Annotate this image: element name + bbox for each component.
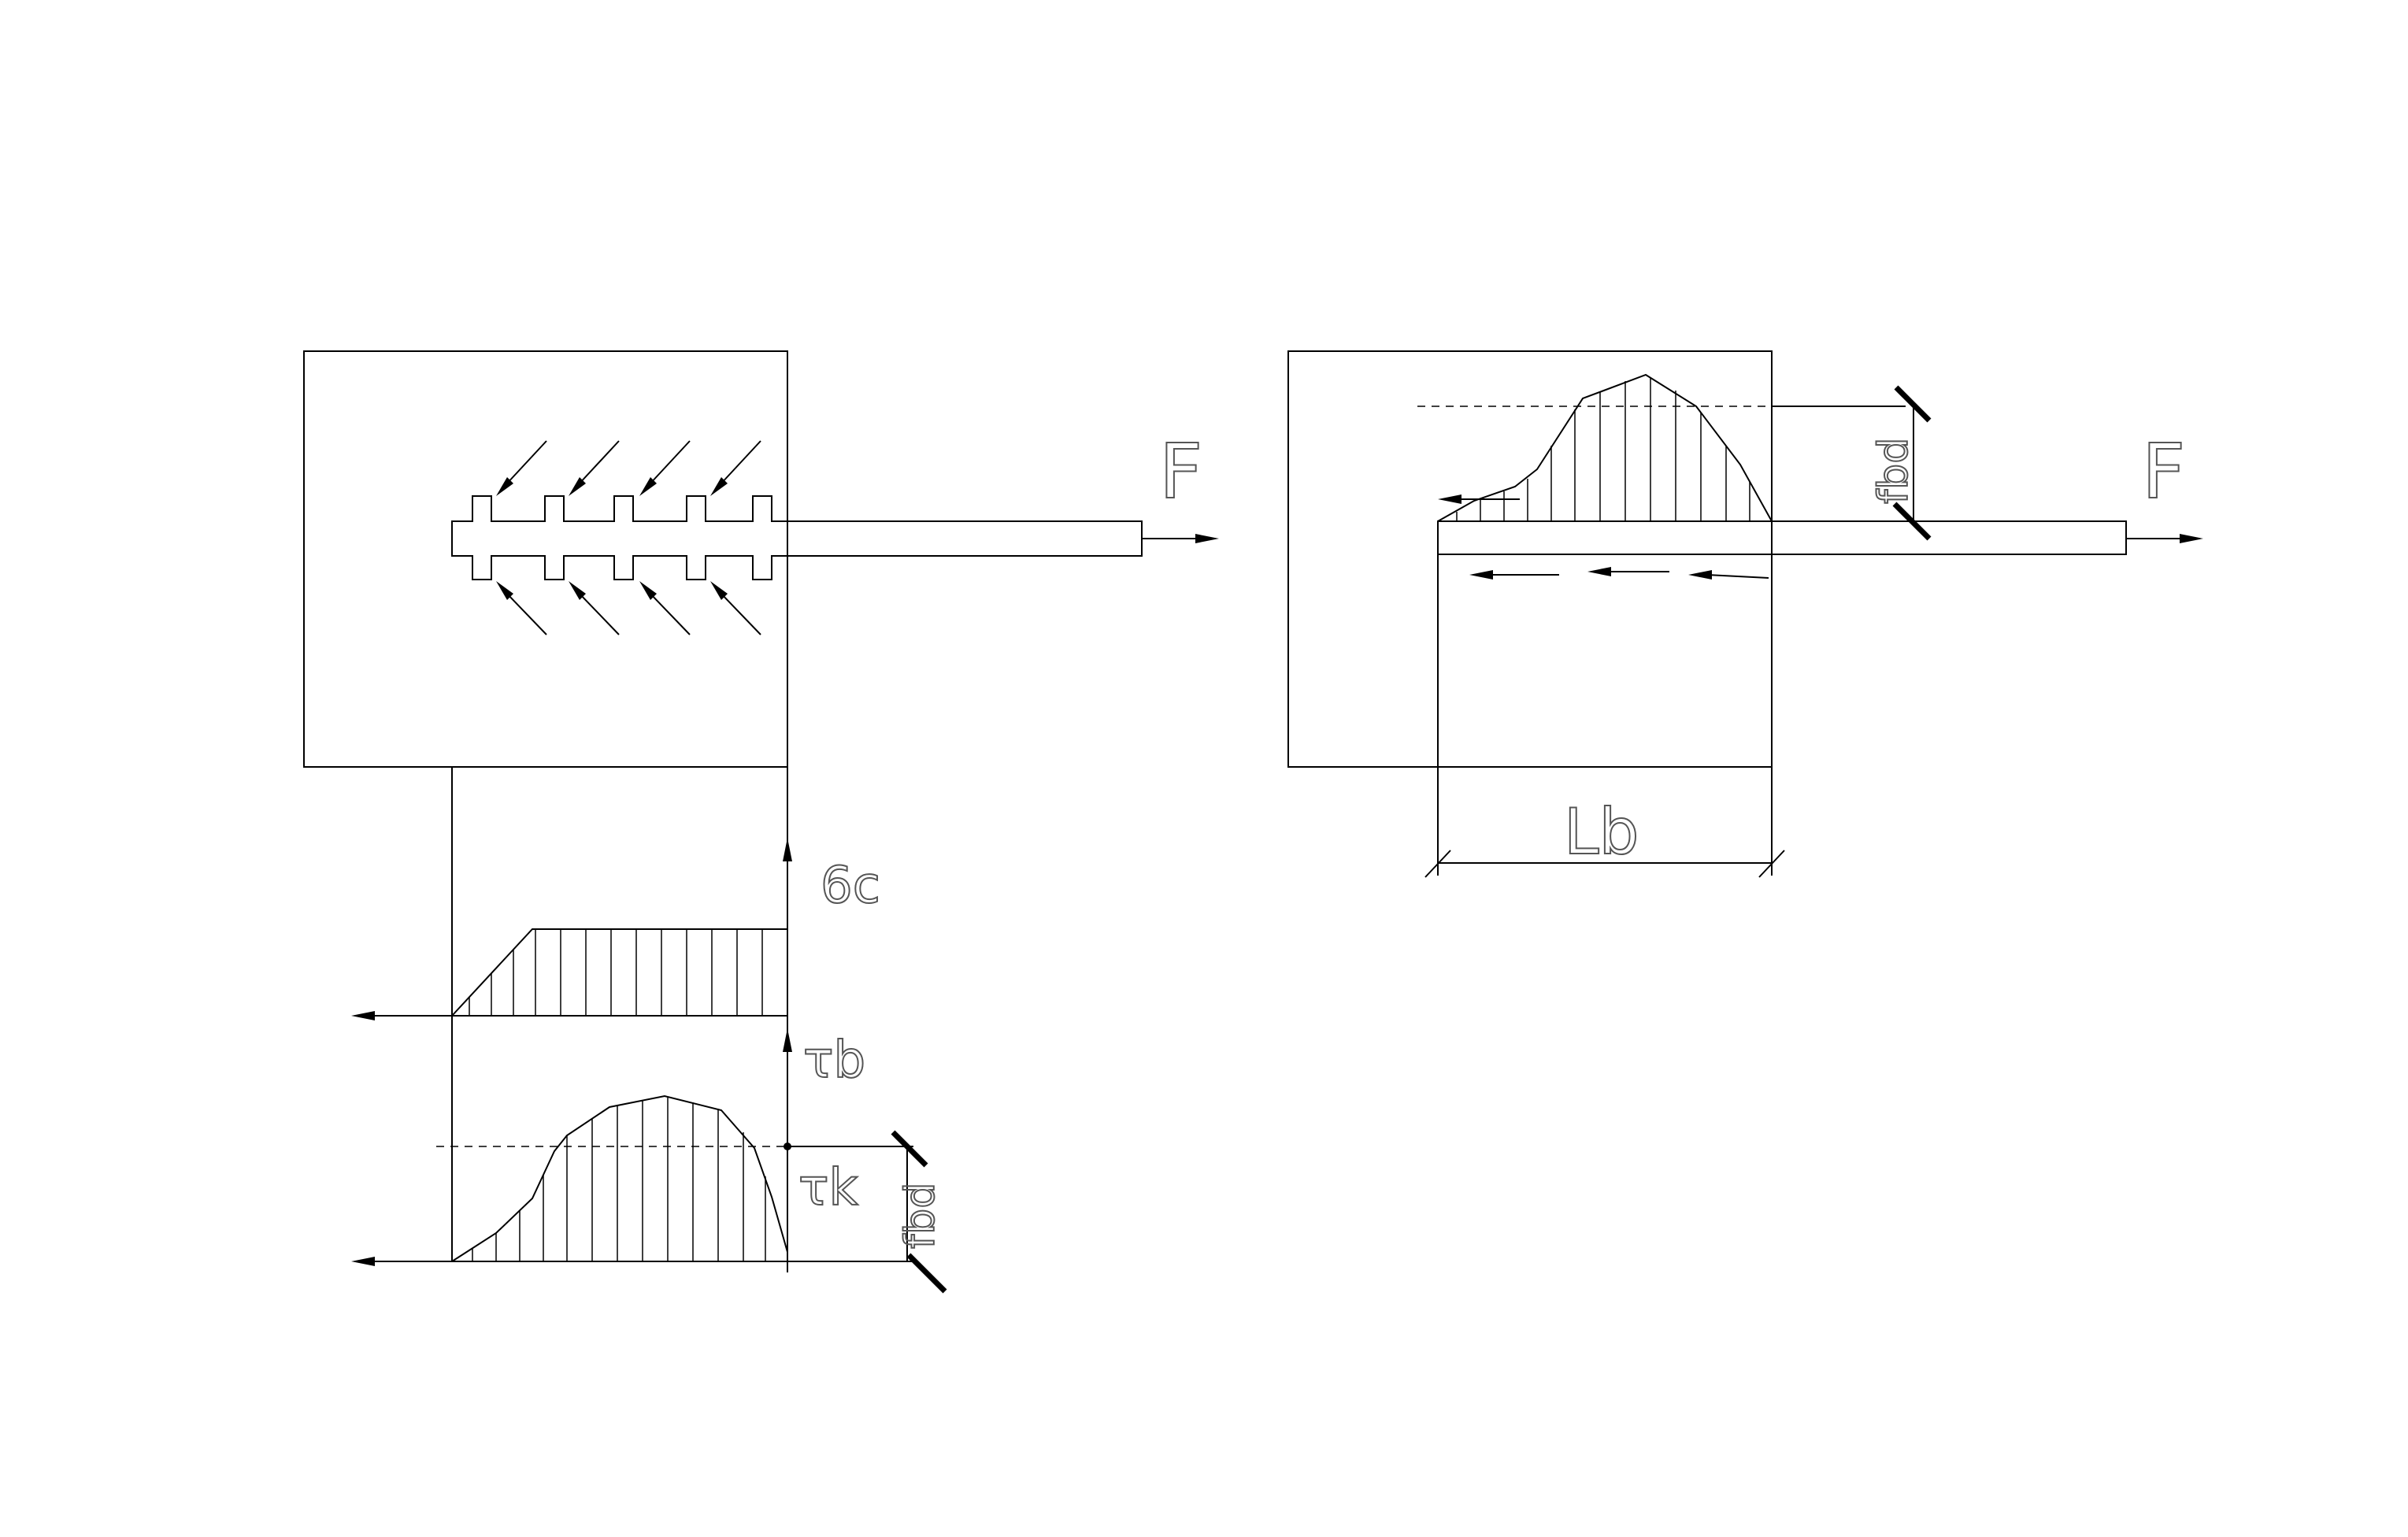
sigma-axis-arrow: [783, 838, 792, 861]
right-concrete-block: [1287, 350, 1773, 768]
right-plain-bar: [1437, 520, 2127, 555]
uniform-stress-block: [351, 928, 787, 1020]
left-concrete-block: [303, 350, 788, 768]
right-bond-stress-curve: [1417, 373, 1906, 522]
tau-b-label: τb: [803, 1031, 865, 1090]
lower-compression-arrows: [496, 581, 761, 635]
left-fbd-label: fbd: [897, 1183, 944, 1249]
right-figure: F fbd: [1287, 350, 2203, 878]
tau-b-axis-arrow: [783, 1028, 792, 1052]
left-ribbed-bar: [451, 495, 1143, 580]
bond-stress-arrows: [1469, 567, 1769, 580]
left-figure: F 6c: [303, 350, 1219, 1294]
length-label: Lb: [1564, 795, 1639, 868]
left-force-label: F: [1159, 428, 1202, 516]
tau-k-label: τk: [798, 1159, 858, 1217]
upper-compression-arrows: [496, 440, 761, 496]
right-fbd-label: fbd: [1870, 438, 1917, 504]
bond-stress-curve: [351, 1094, 913, 1266]
right-force-label: F: [2142, 428, 2185, 516]
sigma-c-label: 6c: [821, 857, 880, 915]
